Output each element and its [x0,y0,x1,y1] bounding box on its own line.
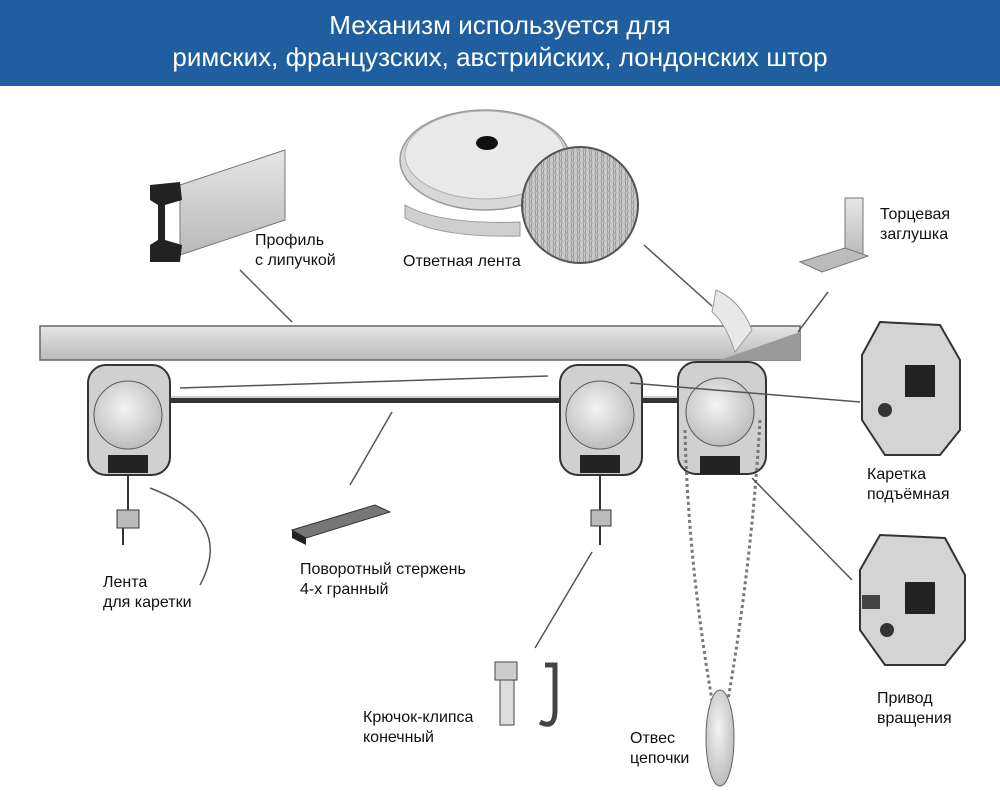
label-carriage-line-2: подъёмная [867,486,950,503]
label-profile-line-1: Профиль [255,232,325,249]
pointer-tape [643,244,713,307]
label-carriage-tape: Лента для каретки [103,573,192,613]
main-rail [39,289,801,361]
pointer-carriage-tape [149,487,211,586]
label-drive-line-1: Привод [877,690,933,707]
label-drive-line-2: вращения [877,710,952,727]
label-carriage-tape-line-2: для каретки [103,594,192,611]
profile-cross-section [150,182,182,262]
label-endcap: Торцевая заглушка [880,205,950,245]
label-weight-line-2: цепочки [630,750,690,767]
label-weight: Отвес цепочки [630,729,689,769]
pointer-profile [239,269,293,323]
pointer-drive [751,477,853,581]
label-rod-line-1: Поворотный стержень [300,561,466,578]
velcro-tape-end [711,289,753,354]
label-tape: Ответная лента [403,252,521,272]
label-endcap-line-1: Торцевая [880,206,951,223]
pointer-endcap [797,291,829,333]
velcro-closeup [521,146,639,264]
pointer-rod [349,411,393,486]
profile-piece [150,149,286,262]
label-rod-line-2: 4-х гранный [300,581,389,598]
pointer-carriage-middle [629,382,861,403]
mechanism-diagram [39,109,966,787]
label-rod: Поворотный стержень 4-х гранный [300,560,466,600]
header-title-line-1: Механизм используется для [329,10,671,40]
rod-sample [290,504,392,545]
label-weight-line-1: Отвес [630,730,675,747]
hook-clip-pair [494,661,558,727]
pointer-lines [149,244,861,649]
page-header: Механизм используется для римских, франц… [0,0,1000,86]
chain-weight [705,689,735,787]
label-carriage-tape-line-1: Лента [103,574,148,591]
label-hook: Крючок-клипса конечный [363,708,473,748]
label-hook-line-2: конечный [363,729,434,746]
header-title-line-2: римских, французских, австрийских, лондо… [172,42,828,72]
label-profile: Профиль с липучкой [255,231,336,271]
label-tape-line-1: Ответная лента [403,253,521,270]
label-profile-line-2: с липучкой [255,252,336,269]
carriage-left [87,364,171,545]
carriage-detail [861,320,961,456]
roll-hole [476,136,498,150]
label-endcap-line-2: заглушка [880,226,949,243]
drive-unit [677,361,767,475]
pointer-carriage-left [179,375,549,389]
label-drive: Привод вращения [877,689,952,729]
carriage-middle [559,364,643,545]
label-carriage: Каретка подъёмная [867,465,950,505]
drive-detail [859,533,966,666]
label-hook-line-1: Крючок-клипса [363,709,474,726]
label-carriage-line-1: Каретка [867,466,927,483]
bead-chain [683,419,762,701]
pointer-hook [534,551,593,649]
end-cap [798,197,870,273]
